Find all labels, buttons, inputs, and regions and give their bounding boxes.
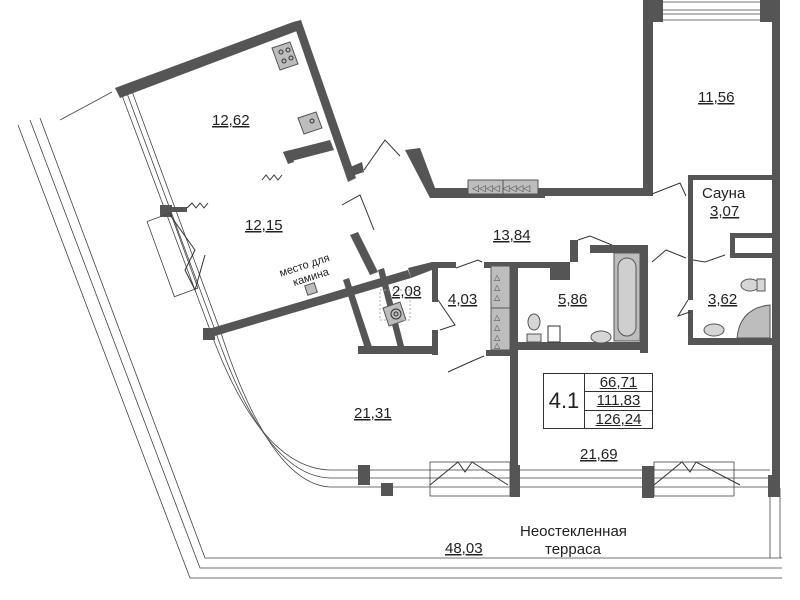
zigzag-divider	[186, 202, 209, 209]
room-area-living: 21,31	[354, 405, 392, 422]
room-area-bedroom2: 21,69	[580, 446, 618, 463]
room-area-shower-wc: 3,62	[708, 291, 737, 308]
terrace-label-line1: Неостекленная	[520, 523, 627, 540]
room-area-wardrobe: 4,03	[448, 291, 477, 308]
area-total-with-terrace: 126,24	[595, 410, 642, 428]
zigzag-divider	[261, 174, 283, 181]
walls	[115, 0, 780, 498]
fireplace-icon	[304, 282, 318, 296]
room-label-sauna: Сауна	[702, 185, 746, 202]
svg-text:△: △	[494, 273, 501, 282]
room-area-bedroom: 11,56	[698, 89, 734, 106]
shower-icon	[736, 304, 771, 339]
terrace-label-line2: терраса	[545, 541, 602, 558]
apartment-number: 4.1	[544, 374, 585, 428]
area-summary: 66,71 111,83 126,24	[585, 374, 652, 428]
doors	[146, 139, 741, 497]
toilet-icon	[526, 313, 542, 343]
hanger-column-icon: △ △ △ △ △ △ △	[490, 265, 511, 351]
room-area-kitchen: 12,62	[212, 112, 250, 129]
room-labels: 12,62 12,15 место для камина 11,56 Сауна…	[212, 89, 746, 558]
room-area-terrace: 48,03	[445, 540, 483, 557]
room-area-sauna: 3,07	[710, 203, 739, 220]
stove-icon	[271, 41, 299, 71]
room-area-bathroom: 5,86	[558, 291, 587, 308]
kitchen-sink-icon	[297, 111, 323, 135]
area-living: 66,71	[585, 374, 652, 393]
bathtub-icon	[613, 252, 641, 342]
room-area-laundry: 2,08	[392, 283, 421, 300]
curved-glazing	[59, 85, 770, 488]
svg-text:△: △	[494, 313, 501, 322]
svg-text:△: △	[494, 283, 501, 292]
terrace-boundary	[17, 117, 782, 579]
svg-text:△: △	[494, 293, 501, 302]
area-total: 111,83	[585, 392, 652, 411]
bidet-box	[547, 325, 561, 343]
svg-text:△: △	[494, 333, 501, 342]
wc-toilet-icon	[740, 278, 766, 292]
wc-sink-icon	[703, 323, 725, 337]
washing-machine-icon	[379, 289, 411, 327]
apartment-info-box: 4.1 66,71 111,83 126,24	[543, 373, 653, 429]
bathroom-sink-icon	[590, 330, 612, 344]
room-area-hall: 13,84	[493, 227, 531, 244]
fixtures: ◁◁◁◁ ◁◁◁◁ △ △ △ △ △ △ △	[186, 41, 771, 351]
svg-text:◁◁◁◁ ◁◁◁◁: ◁◁◁◁ ◁◁◁◁	[472, 184, 530, 194]
svg-text:△: △	[494, 341, 501, 350]
room-area-dining: 12,15	[245, 217, 283, 234]
hanger-rail-icon: ◁◁◁◁ ◁◁◁◁	[467, 179, 539, 195]
svg-text:△: △	[494, 323, 501, 332]
